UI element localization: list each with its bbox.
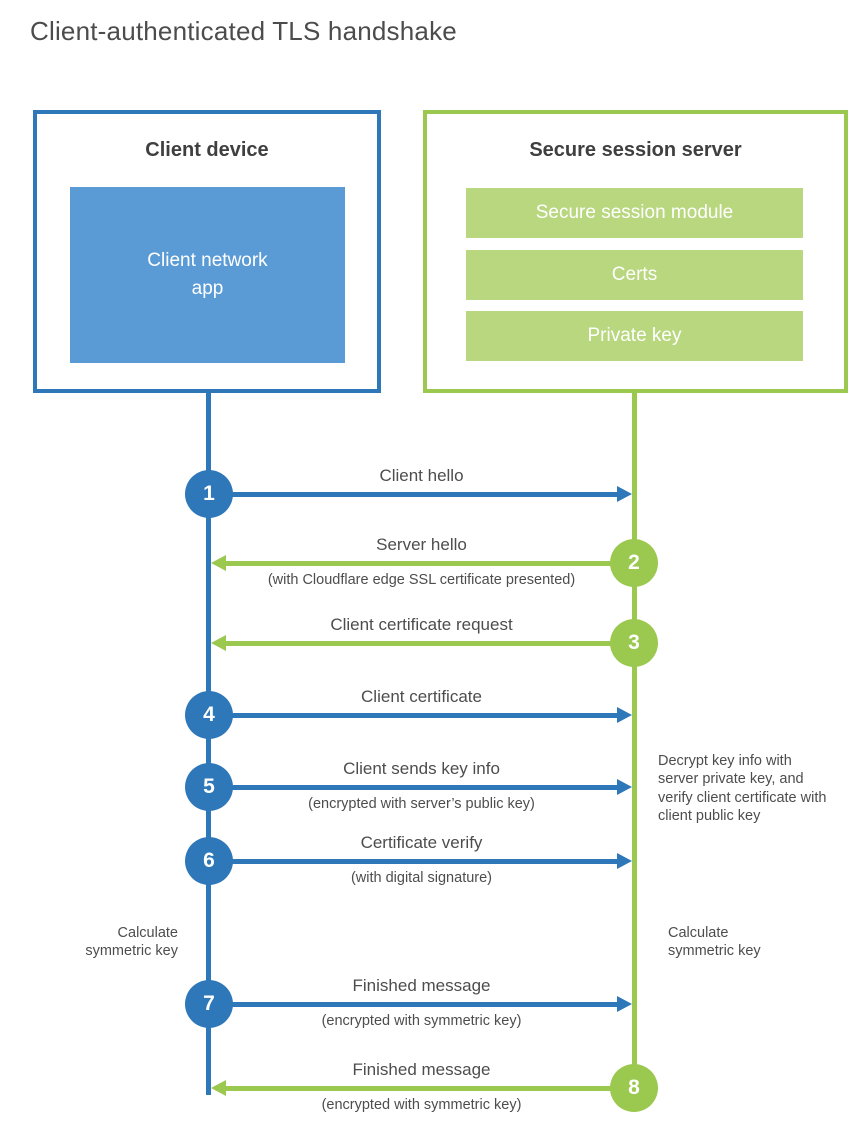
step-8-label: Finished message [352, 1060, 491, 1079]
step-6-sublabel: (with digital signature) [350, 870, 493, 886]
private-key-bar: Private key [466, 311, 803, 361]
step-6-arrow-right-icon [617, 853, 632, 869]
client-calc-symmetric-key-note: Calculate symmetric key [85, 925, 178, 960]
client-device-heading: Client device [145, 139, 269, 161]
step-5-arrow-right-icon [617, 779, 632, 795]
step-6-label: Certificate verify [360, 833, 483, 852]
step-1-label: Client hello [379, 466, 464, 485]
step-5-label: Client sends key info [343, 759, 500, 778]
step-3-label: Client certificate request [330, 615, 513, 634]
step-4-arrow-line [230, 713, 618, 718]
step-3-arrow-left-icon [211, 635, 226, 651]
client-network-app-box: Client network app [70, 187, 345, 363]
server-calc-symmetric-key-note: Calculate symmetric key [668, 925, 761, 960]
step-7-arrow-right-icon [617, 996, 632, 1012]
server-decrypt-note: Decrypt key info with server private key… [658, 753, 827, 824]
step-8-arrow-left-icon [211, 1080, 226, 1096]
step-2-badge: 2 [610, 539, 658, 587]
step-2-sublabel: (with Cloudflare edge SSL certificate pr… [267, 572, 576, 588]
step-1-arrow-right-icon [617, 486, 632, 502]
step-6-badge: 6 [185, 837, 233, 885]
step-5-arrow-line [230, 785, 618, 790]
client-lifeline [206, 393, 211, 1095]
secure-session-module-bar: Secure session module [466, 188, 803, 238]
step-8-arrow-line [226, 1086, 614, 1091]
step-8-sublabel: (encrypted with symmetric key) [321, 1097, 522, 1113]
step-4-badge: 4 [185, 691, 233, 739]
step-2-arrow-left-icon [211, 555, 226, 571]
page-title: Client-authenticated TLS handshake [30, 16, 457, 46]
step-3-badge: 3 [610, 619, 658, 667]
step-2-label: Server hello [376, 535, 467, 554]
step-5-badge: 5 [185, 763, 233, 811]
step-1-arrow-line [230, 492, 618, 497]
secure-session-server-heading: Secure session server [529, 139, 742, 161]
step-3-arrow-line [226, 641, 614, 646]
step-7-badge: 7 [185, 980, 233, 1028]
step-1-badge: 1 [185, 470, 233, 518]
step-7-label: Finished message [352, 976, 491, 995]
step-5-sublabel: (encrypted with server’s public key) [308, 796, 535, 812]
step-7-sublabel: (encrypted with symmetric key) [321, 1013, 522, 1029]
step-7-arrow-line [230, 1002, 618, 1007]
step-2-arrow-line [226, 561, 614, 566]
certs-bar: Certs [466, 250, 803, 300]
step-4-arrow-right-icon [617, 707, 632, 723]
step-6-arrow-line [230, 859, 618, 864]
server-lifeline [632, 393, 637, 1090]
step-8-badge: 8 [610, 1064, 658, 1112]
step-4-label: Client certificate [361, 687, 482, 706]
